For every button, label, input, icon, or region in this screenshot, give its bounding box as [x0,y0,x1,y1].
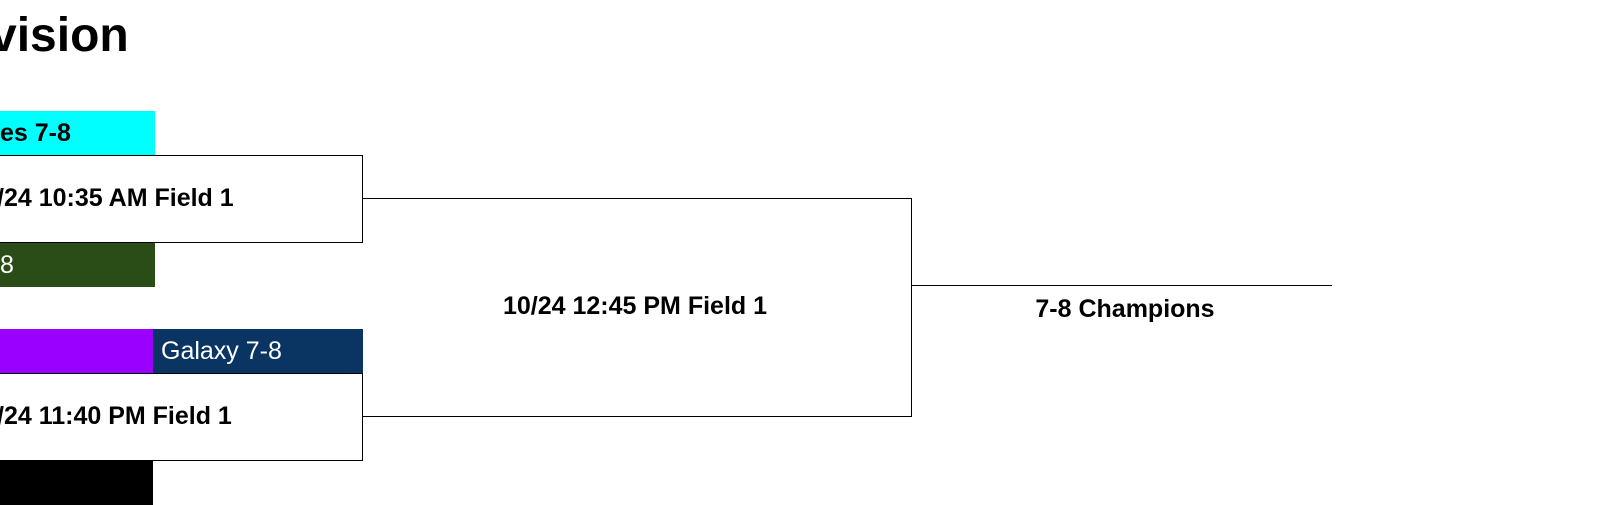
connector-match-1 [362,198,912,199]
team-slot-3: Galaxy 7-8 [153,329,363,373]
match-1-label: /24 10:35 AM Field 1 [0,184,234,212]
team-slot-3-color [0,329,153,373]
final-match-label: 10/24 12:45 PM Field 1 [502,292,768,320]
team-slot-4 [0,461,153,505]
champion-label: 7-8 Champions [1035,295,1215,323]
connector-match-2 [362,416,912,417]
team-slot-3-label: Galaxy 7-8 [161,337,282,365]
team-slot-1: es 7-8 [0,111,155,155]
match-2-label: /24 11:40 PM Field 1 [0,402,232,430]
division-title: vision [0,9,129,62]
connector-vertical [911,198,912,417]
team-slot-2-label: 8 [0,251,14,279]
match-2-box: /24 11:40 PM Field 1 [0,373,363,461]
match-1-box: /24 10:35 AM Field 1 [0,155,363,243]
team-slot-1-label: es 7-8 [0,119,71,147]
team-slot-2: 8 [0,243,155,287]
champion-line [912,285,1332,286]
